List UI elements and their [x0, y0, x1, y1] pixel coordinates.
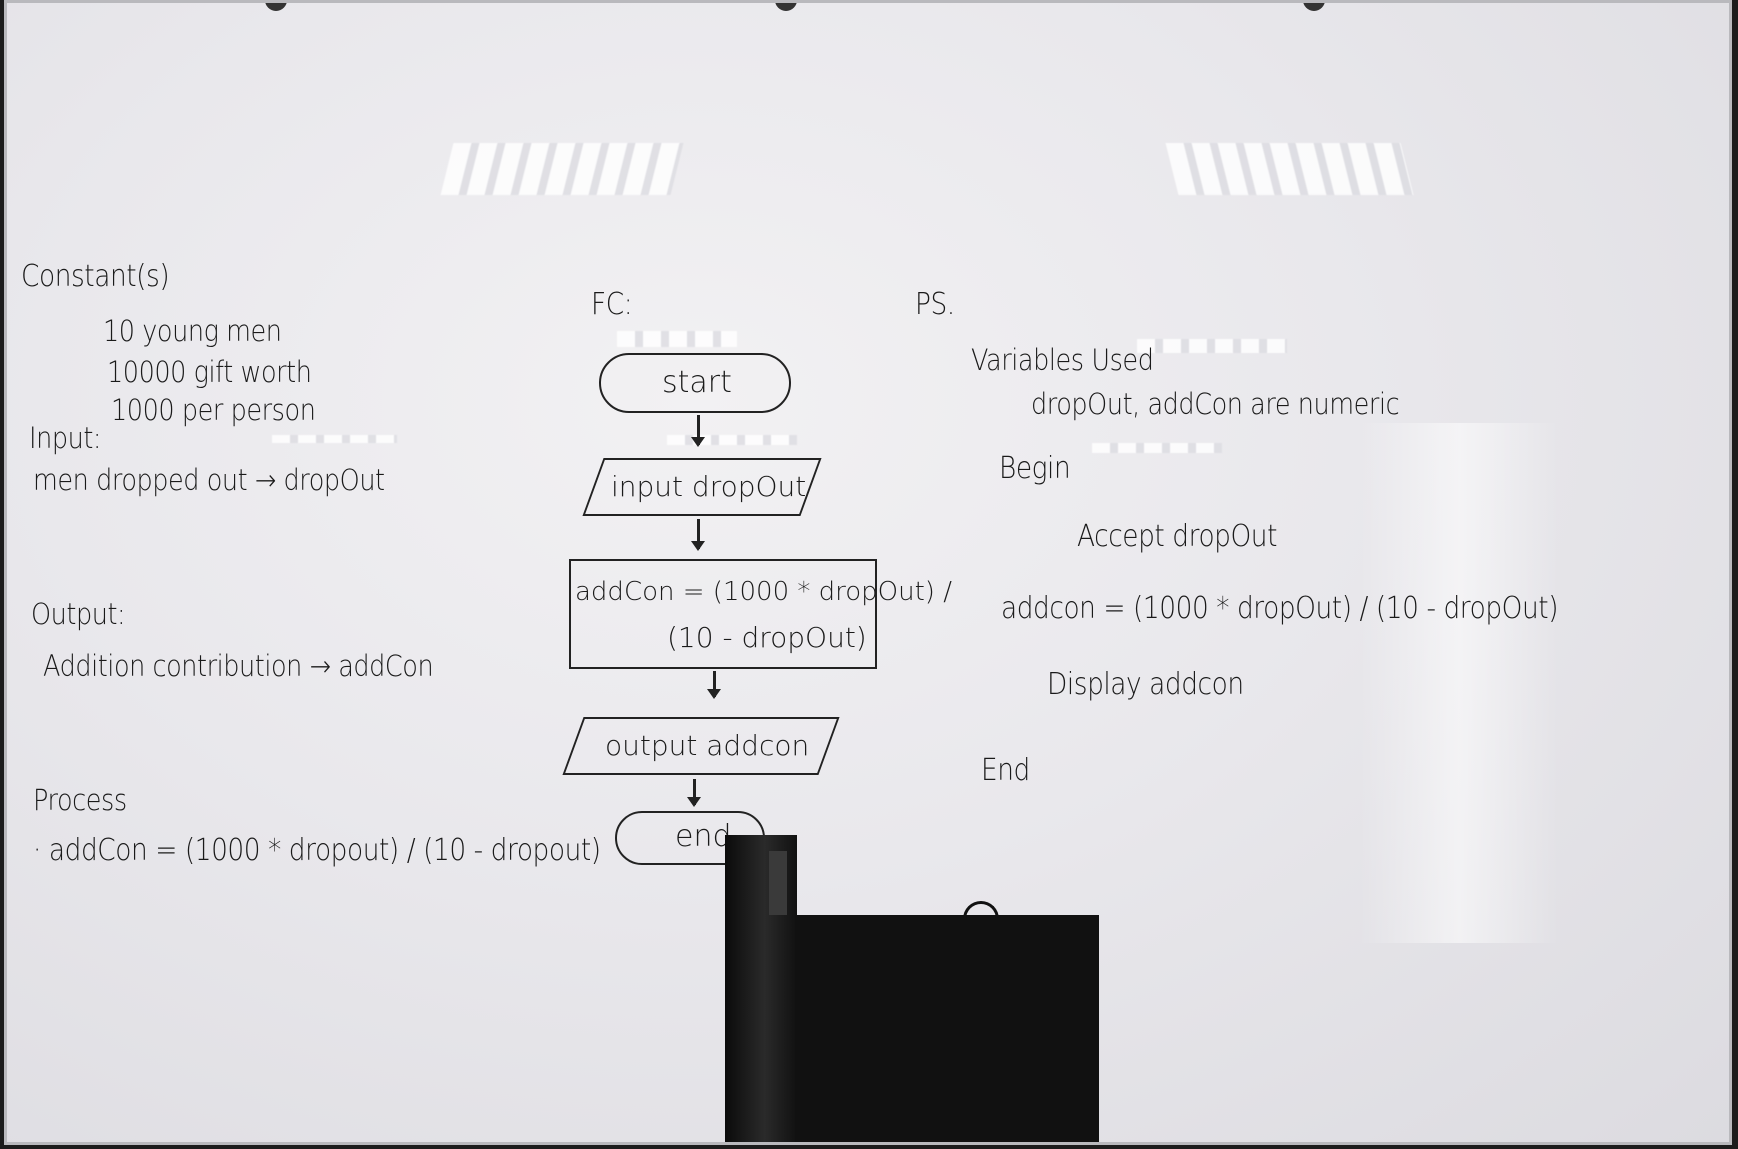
input-heading: Input:: [29, 421, 102, 455]
process-heading: Process: [33, 783, 127, 817]
ceiling-light-reflection: [1165, 143, 1414, 195]
ceiling-light-reflection: [617, 331, 737, 347]
flowchart-arrow: [692, 415, 704, 447]
calculation-line: addcon = (1000 * dropOut) / (10 - dropOu…: [1001, 591, 1559, 626]
process-line: · addCon = (1000 * dropout) / (10 - drop…: [33, 833, 601, 868]
variables-heading: Variables Used: [971, 343, 1154, 377]
flowchart-start-text: start: [662, 365, 732, 400]
constant-item: 10000 gift worth: [107, 355, 312, 389]
flowchart-label: FC:: [591, 287, 633, 322]
constant-item: 10 young men: [103, 314, 282, 348]
accept-line: Accept dropOut: [1077, 519, 1278, 554]
ceiling-light-reflection: [1137, 339, 1287, 353]
window-reflection: [1359, 423, 1559, 943]
flowchart-process: [569, 559, 877, 669]
ceiling-light-reflection: [1092, 443, 1222, 453]
board-magnet: [775, 3, 797, 11]
whiteboard: Constant(s) 10 young men 10000 gift wort…: [4, 0, 1732, 1145]
constants-heading: Constant(s): [21, 259, 170, 294]
input-line: men dropped out → dropOut: [33, 463, 385, 497]
flowchart-start: [599, 353, 791, 413]
pseudocode-label: PS.: [915, 287, 955, 322]
flowchart-end-text: end: [675, 819, 732, 854]
flowchart-output-text: output addcon: [605, 729, 810, 762]
flowchart-process-text-2: (10 - dropOut): [667, 621, 867, 654]
constant-item: 1000 per person: [111, 393, 316, 427]
computer-monitor-back: [795, 915, 1099, 1142]
flowchart-arrow: [692, 519, 704, 551]
begin-keyword: Begin: [999, 451, 1071, 486]
flowchart-arrow: [688, 779, 700, 807]
ceiling-light-reflection: [272, 435, 397, 443]
monitor-screen-edge: [769, 851, 787, 915]
output-heading: Output:: [31, 597, 126, 631]
end-keyword: End: [981, 753, 1030, 788]
flowchart-input-text: input dropOut: [611, 470, 807, 503]
flowchart-arrow: [708, 671, 720, 699]
display-line: Display addcon: [1047, 667, 1244, 702]
output-line: Addition contribution → addCon: [43, 649, 434, 683]
variables-line: dropOut, addCon are numeric: [1031, 387, 1400, 421]
flowchart-process-text-1: addCon = (1000 * dropOut) /: [575, 577, 952, 607]
board-magnet: [1303, 3, 1325, 11]
ceiling-light-reflection: [667, 435, 797, 445]
monitor-cable: [963, 901, 999, 1142]
ceiling-light-reflection: [440, 143, 684, 195]
board-magnet: [265, 3, 287, 11]
